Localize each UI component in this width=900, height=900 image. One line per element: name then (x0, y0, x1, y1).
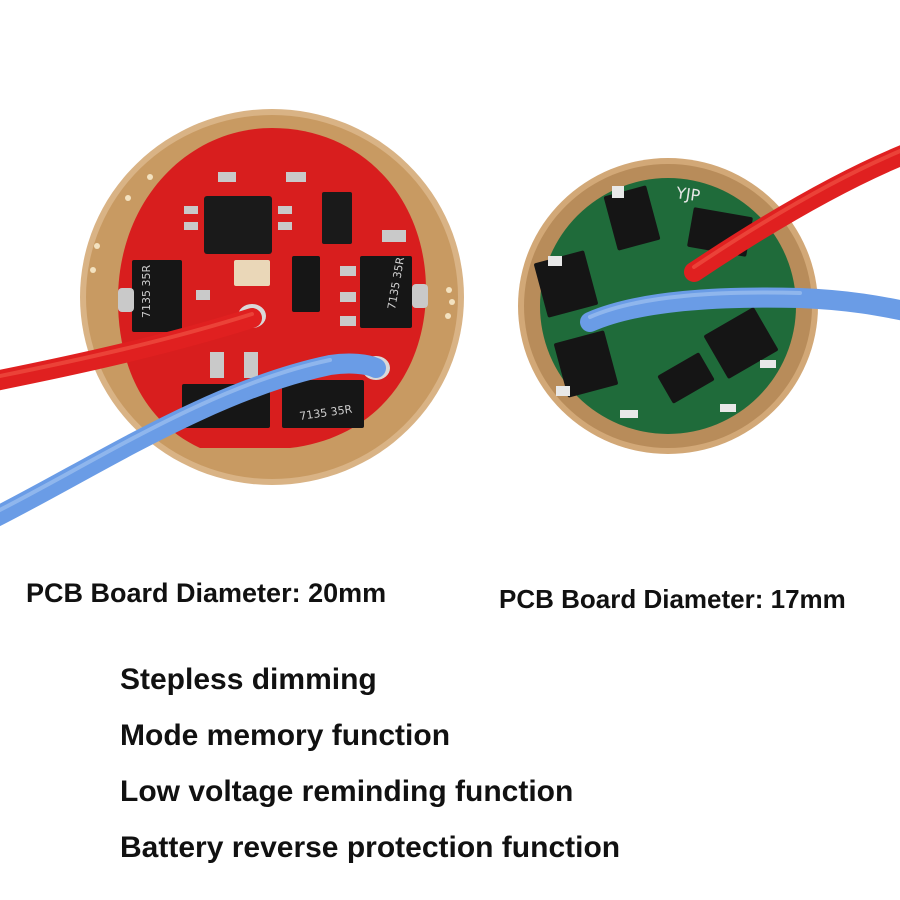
feature-item: Mode memory function (120, 719, 451, 752)
left-chip-label-1: 7135 35R (140, 265, 153, 318)
right-silk-label: YJP (674, 183, 702, 205)
left-board-caption: PCB Board Diameter: 20mm (26, 578, 387, 608)
product-photo: 7135 35R 7135 35R 7135 35R (0, 109, 900, 527)
feature-item: Stepless dimming (120, 663, 377, 696)
right-board-caption: PCB Board Diameter: 17mm (499, 584, 846, 614)
feature-item: Battery reverse protection function (120, 831, 621, 864)
left-pcb-board: 7135 35R 7135 35R 7135 35R (80, 109, 464, 485)
wires (0, 145, 900, 527)
feature-item: Low voltage reminding function (120, 775, 574, 808)
feature-list: Stepless dimming Mode memory function Lo… (120, 660, 620, 884)
